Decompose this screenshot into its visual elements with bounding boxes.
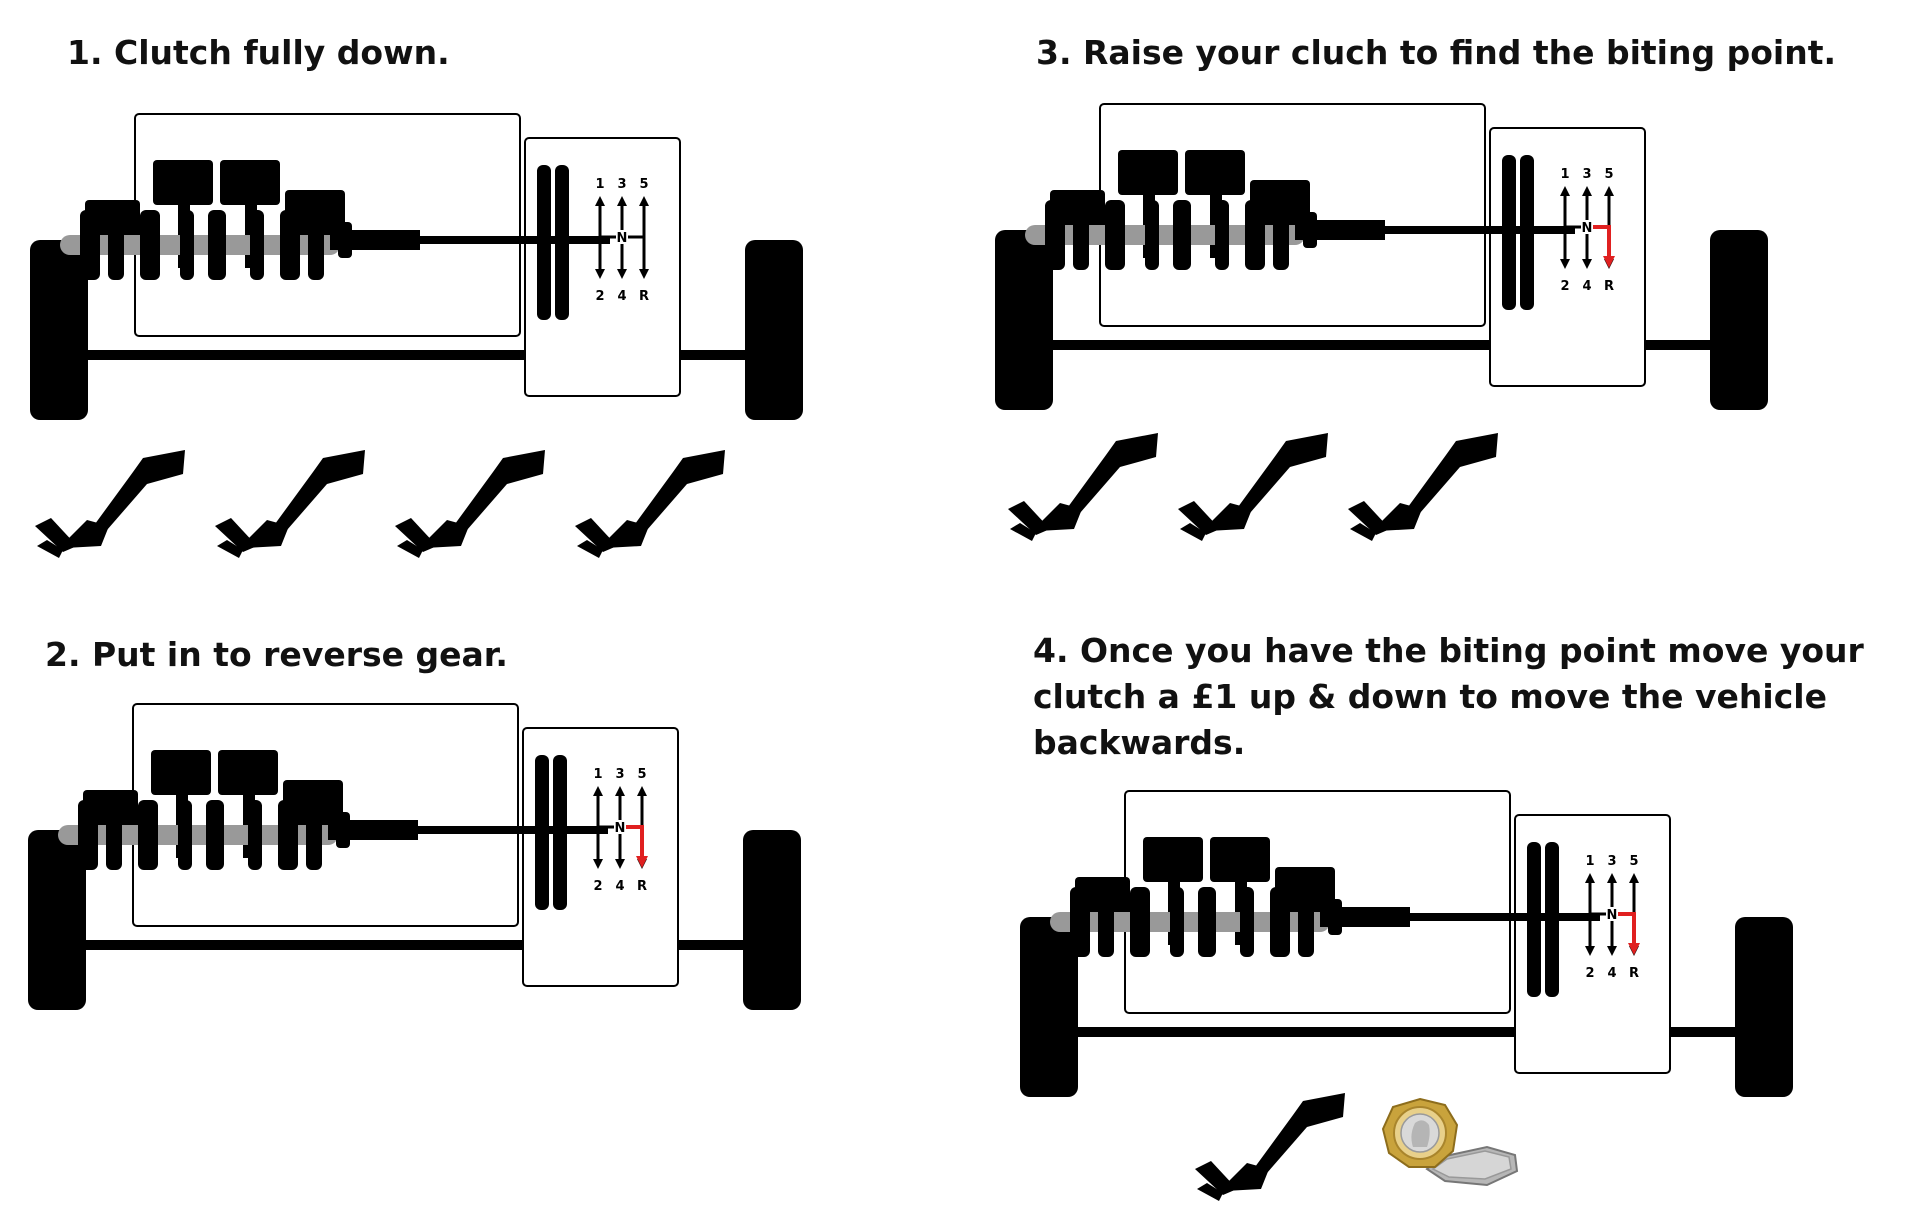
step-2-title: 2. Put in to reverse gear. xyxy=(45,635,508,674)
gear-label-bottom: 2 xyxy=(1560,279,1569,294)
clutch-pedal-icon xyxy=(575,450,725,558)
gear-label-top: 5 xyxy=(1629,854,1638,869)
wheel-left-icon xyxy=(995,230,1053,410)
clutch-pedal-icon xyxy=(1178,433,1328,541)
gear-label-neutral: N xyxy=(615,821,626,836)
wheel-right-icon xyxy=(743,830,801,1010)
wheel-right-icon xyxy=(1710,230,1768,410)
gear-label-top: 3 xyxy=(617,177,626,192)
gear-label-top: 1 xyxy=(1585,854,1594,869)
wheel-left-icon xyxy=(1020,917,1078,1097)
gear-label-bottom: 4 xyxy=(1582,279,1591,294)
step-1-title: 1. Clutch fully down. xyxy=(67,33,450,72)
clutch-pedal-icon xyxy=(575,450,725,564)
step-4-title-line-1: 4. Once you have the biting point move y… xyxy=(1033,631,1864,670)
clutch-pedal-icon xyxy=(35,450,185,564)
step-4-title-line-3: backwards. xyxy=(1033,723,1246,763)
wheel-right-icon xyxy=(1735,917,1793,1097)
gear-label-top: 1 xyxy=(593,767,602,782)
gear-label-neutral: N xyxy=(1582,221,1593,236)
gear-label-neutral: N xyxy=(617,231,628,246)
gear-label-top: 1 xyxy=(1560,167,1569,182)
gear-label-neutral: N xyxy=(1607,908,1618,923)
gear-label-top: 5 xyxy=(637,767,646,782)
gear-label-top: 1 xyxy=(595,177,604,192)
gear-label-top: 3 xyxy=(1607,854,1616,869)
gear-label-bottom: 2 xyxy=(595,289,604,304)
gear-label-bottom: 2 xyxy=(1585,966,1594,981)
gear-label-bottom: 4 xyxy=(615,879,624,894)
wheel-left-icon xyxy=(28,830,86,1010)
pound-coin-icon xyxy=(1375,1095,1525,1195)
rear-axle xyxy=(1078,1027,1738,1037)
gear-label-top: 5 xyxy=(639,177,648,192)
clutch-pedal-icon xyxy=(395,450,545,564)
step-3-title: 3. Raise your cluch to find the biting p… xyxy=(1036,33,1837,72)
rear-axle xyxy=(86,940,746,950)
clutch-pedal-icon xyxy=(1195,1093,1345,1201)
rear-axle xyxy=(88,350,748,360)
gear-label-bottom: R xyxy=(639,289,649,304)
clutch-pedal-icon xyxy=(215,450,365,558)
wheel-right-icon xyxy=(745,240,803,420)
rear-axle xyxy=(1053,340,1713,350)
gear-label-top: 3 xyxy=(1582,167,1591,182)
gear-label-bottom: 4 xyxy=(617,289,626,304)
gear-label-top: 3 xyxy=(615,767,624,782)
gear-label-bottom: 4 xyxy=(1607,966,1616,981)
gear-label-bottom: 2 xyxy=(593,879,602,894)
clutch-pedal-icon xyxy=(1008,433,1158,547)
clutch-pedal-icon xyxy=(1348,433,1498,541)
step-4-title: 4. Once you have the biting point move y… xyxy=(1033,628,1864,767)
clutch-pedal-icon xyxy=(395,450,545,558)
clutch-pedal-icon xyxy=(1348,433,1498,547)
gear-label-top: 5 xyxy=(1604,167,1613,182)
gear-label-bottom: R xyxy=(637,879,647,894)
wheel-left-icon xyxy=(30,240,88,420)
clutch-pedal-icon xyxy=(1195,1093,1345,1207)
clutch-pedal-icon xyxy=(1008,433,1158,541)
step-4-title-line-2: clutch a £1 up & down to move the vehicl… xyxy=(1033,677,1827,717)
gear-label-bottom: R xyxy=(1629,966,1639,981)
clutch-pedal-icon xyxy=(1178,433,1328,547)
clutch-pedal-icon xyxy=(35,450,185,558)
gear-label-bottom: R xyxy=(1604,279,1614,294)
clutch-pedal-icon xyxy=(215,450,365,564)
